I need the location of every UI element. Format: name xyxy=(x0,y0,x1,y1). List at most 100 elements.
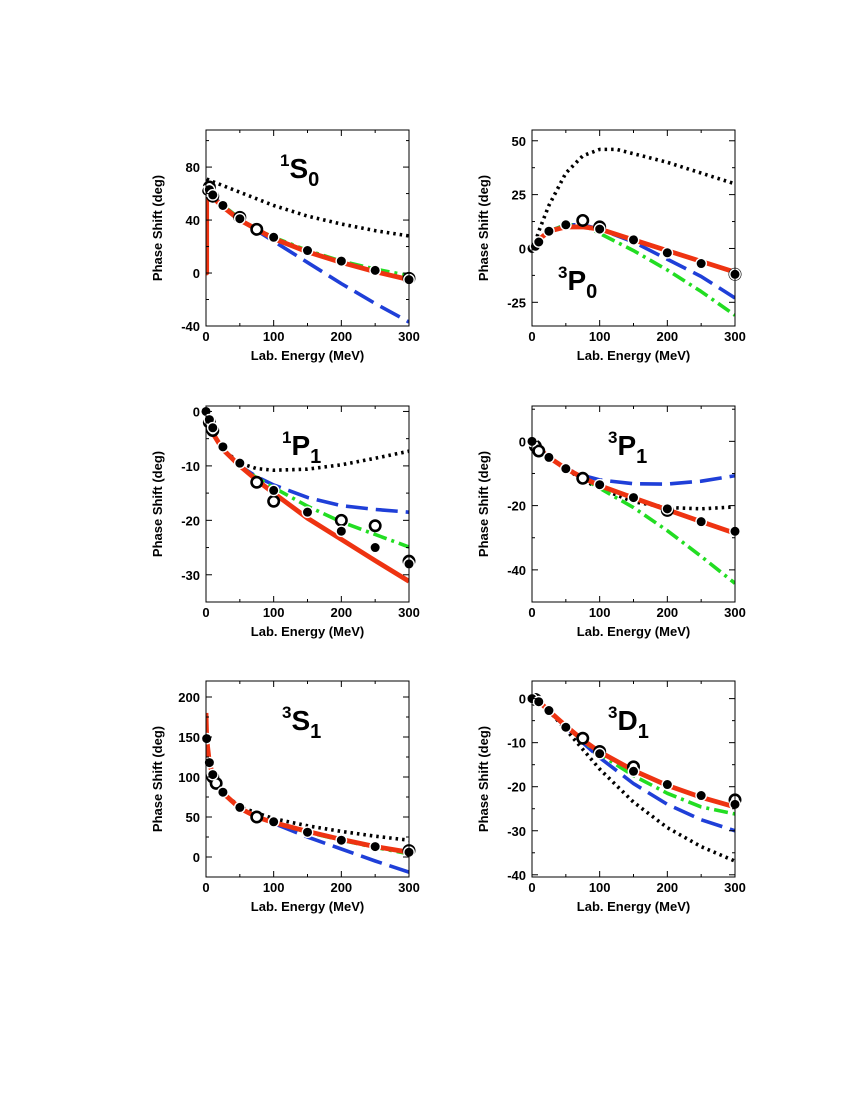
filled-data-point xyxy=(627,765,640,778)
filled-data-point xyxy=(206,768,219,781)
series-line-black-dotted xyxy=(532,147,735,250)
filled-data-point xyxy=(267,231,280,244)
y-tick-label: 0 xyxy=(193,404,200,419)
x-tick-label: 0 xyxy=(202,329,209,344)
filled-data-point xyxy=(206,188,219,201)
filled-data-point xyxy=(543,225,555,238)
y-tick-label: -30 xyxy=(507,824,526,839)
x-tick-label: 100 xyxy=(589,880,611,895)
partial-wave-label: 3D1 xyxy=(608,703,649,743)
open-data-point xyxy=(576,731,590,745)
filled-data-point xyxy=(532,236,545,248)
partial-wave-label: 3P1 xyxy=(608,428,647,468)
filled-data-point xyxy=(559,721,572,734)
filled-data-point xyxy=(217,199,229,212)
partial-wave-label: 1S0 xyxy=(280,151,319,191)
x-tick-label: 200 xyxy=(656,605,678,620)
y-tick-label: -40 xyxy=(507,868,526,883)
x-tick-label: 300 xyxy=(398,880,420,895)
filled-data-point xyxy=(695,789,708,802)
y-tick-label: 0 xyxy=(193,850,200,865)
x-axis-title: Lab. Energy (MeV) xyxy=(251,899,364,914)
x-axis-title: Lab. Energy (MeV) xyxy=(251,624,364,639)
filled-data-point xyxy=(627,233,640,246)
y-tick-label: 25 xyxy=(512,188,526,203)
filled-data-point xyxy=(206,421,219,434)
filled-data-point xyxy=(203,756,216,769)
y-axis-title: Phase Shift (deg) xyxy=(476,451,491,557)
filled-data-point xyxy=(335,834,348,847)
x-tick-label: 0 xyxy=(202,605,209,620)
filled-data-point xyxy=(559,462,572,475)
filled-data-point xyxy=(335,255,348,268)
filled-data-point xyxy=(301,826,314,839)
y-tick-label: -10 xyxy=(181,459,200,474)
x-tick-label: 0 xyxy=(202,880,209,895)
y-tick-label: 150 xyxy=(178,730,200,745)
filled-data-point xyxy=(217,440,229,453)
y-tick-label: -20 xyxy=(181,513,200,528)
x-tick-label: 0 xyxy=(528,605,535,620)
y-tick-label: -40 xyxy=(181,319,200,334)
x-tick-label: 100 xyxy=(589,329,611,344)
filled-data-point xyxy=(267,815,280,828)
y-tick-label: -20 xyxy=(507,499,526,514)
filled-data-point xyxy=(267,484,280,497)
y-tick-label: 80 xyxy=(186,160,200,175)
filled-data-point xyxy=(217,786,229,799)
y-tick-label: 0 xyxy=(519,434,526,449)
x-tick-label: 0 xyxy=(528,880,535,895)
x-tick-label: 300 xyxy=(724,605,746,620)
filled-data-point xyxy=(661,246,674,259)
filled-data-point xyxy=(695,515,708,528)
partial-wave-label: 3S1 xyxy=(282,703,321,743)
x-tick-label: 200 xyxy=(656,329,678,344)
x-tick-label: 200 xyxy=(330,605,352,620)
x-tick-label: 300 xyxy=(398,329,420,344)
filled-data-point xyxy=(559,218,572,231)
filled-data-point xyxy=(593,747,606,760)
open-data-point xyxy=(576,213,590,227)
x-tick-label: 100 xyxy=(589,605,611,620)
y-tick-label: -40 xyxy=(507,563,526,578)
open-data-point xyxy=(250,222,264,236)
y-axis-title: Phase Shift (deg) xyxy=(476,726,491,832)
partial-wave-label: 3P0 xyxy=(558,263,597,303)
y-tick-label: 40 xyxy=(186,213,200,228)
y-axis-title: Phase Shift (deg) xyxy=(150,726,165,832)
filled-data-point xyxy=(233,212,246,225)
y-tick-label: -20 xyxy=(507,780,526,795)
filled-data-point xyxy=(532,695,545,708)
partial-wave-label: 1P1 xyxy=(282,428,321,468)
x-axis-title: Lab. Energy (MeV) xyxy=(577,348,690,363)
x-axis-title: Lab. Energy (MeV) xyxy=(577,624,690,639)
filled-data-point xyxy=(200,732,213,745)
x-tick-label: 300 xyxy=(724,880,746,895)
filled-data-point xyxy=(593,223,606,235)
x-axis-title: Lab. Energy (MeV) xyxy=(577,899,690,914)
y-axis-title: Phase Shift (deg) xyxy=(150,451,165,557)
y-tick-label: 100 xyxy=(178,770,200,785)
series-line-black-dotted xyxy=(206,410,409,473)
filled-data-point xyxy=(543,704,555,717)
x-tick-label: 200 xyxy=(330,329,352,344)
x-tick-label: 0 xyxy=(528,329,535,344)
y-axis-title: Phase Shift (deg) xyxy=(150,175,165,281)
filled-data-point xyxy=(233,801,246,814)
open-data-point xyxy=(576,471,590,485)
filled-data-point xyxy=(661,502,674,515)
open-data-point xyxy=(532,444,546,458)
y-tick-label: 200 xyxy=(178,690,200,705)
filled-data-point xyxy=(369,264,382,277)
x-axis-title: Lab. Energy (MeV) xyxy=(251,348,364,363)
y-tick-label: 0 xyxy=(519,241,526,256)
y-tick-label: 0 xyxy=(193,266,200,281)
filled-data-point xyxy=(301,244,314,257)
y-axis-title: Phase Shift (deg) xyxy=(476,175,491,281)
x-tick-label: 300 xyxy=(724,329,746,344)
